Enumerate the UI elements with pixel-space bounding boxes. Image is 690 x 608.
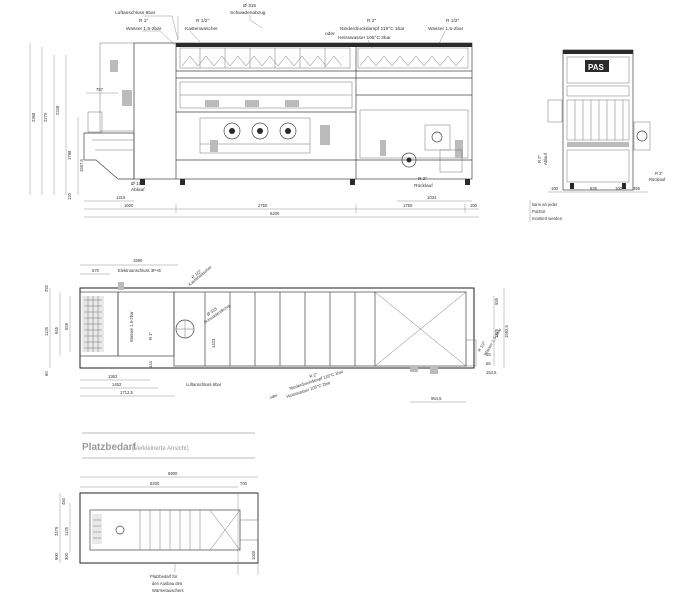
fp-dim-700: 700 <box>240 481 248 486</box>
r12b-label: R 1/2" <box>446 18 459 24</box>
top-view: 1590 570 Elektroanschluss 3P+E R 1/2" Ka… <box>44 258 509 403</box>
dim-1798: 1798 <box>67 150 72 160</box>
d315-label: Ø 315 <box>243 3 256 9</box>
side-r2-label: R 2" <box>537 154 542 163</box>
top-dim-292: 292 <box>44 284 49 292</box>
top-wasser-label: Wasser 1,5-2bar <box>129 311 134 342</box>
side-dim-100b: 100 <box>615 186 623 191</box>
top-dim-144: 144 <box>148 360 153 368</box>
side-r2b-label: R 2" <box>655 171 664 176</box>
footprint-subtitle: (Verkleinerte Ansicht) <box>132 446 189 452</box>
side-dim-100a: 100 <box>551 186 559 191</box>
top-dim-1545: 154,5 <box>486 370 497 375</box>
dim-2750: 2750 <box>258 203 268 208</box>
dim-1034: 1034 <box>427 195 437 200</box>
dim-100-front: 100 <box>470 203 478 208</box>
dim-1315: 1315 <box>116 195 126 200</box>
footprint-title: Platzbedarf <box>82 442 137 453</box>
side-ablauf-label: Ablauf <box>543 152 548 165</box>
schwaden-label: Schwadenabzug <box>230 10 266 16</box>
top-dim-1590: 1590 <box>133 258 143 263</box>
r2-label: R 2" <box>367 18 376 24</box>
dim-757: 757 <box>96 87 104 92</box>
dim-2270: 2270 <box>43 112 48 122</box>
fp-dim-1000: 1000 <box>251 550 256 560</box>
pump-group <box>199 117 330 154</box>
oder-label: oder <box>325 31 335 37</box>
d100-label: Ø 100 <box>131 181 144 187</box>
top-r12-label: R 1/2" <box>190 268 202 280</box>
top-r12b-label: R 1/2" <box>477 340 487 353</box>
ablauf-label: Ablauf <box>131 187 145 193</box>
footprint-view: Platzbedarf (Verkleinerte Ansicht) 6900 … <box>54 432 259 593</box>
r1-label: R 1" <box>139 18 148 24</box>
fp-note-3: Wärmetauschers <box>152 588 184 593</box>
top-r1-label: R 1" <box>148 331 153 340</box>
top-dim-15: 15 <box>486 352 491 357</box>
side-ruecklauf-label: Rücklauf <box>649 177 666 182</box>
top-d315-label: Ø 315 <box>206 306 219 317</box>
r12-label: R 1/2" <box>196 18 209 24</box>
wasser2-label: Wasser 1,5-2bar <box>428 26 464 32</box>
side-dim-925: 925 <box>590 186 598 191</box>
fp-note-2: den Ausbau des <box>152 581 182 586</box>
dim-1750: 1750 <box>403 203 413 208</box>
top-r2-label: R 2" <box>309 372 319 379</box>
fp-dim-2475: 2475 <box>54 526 59 536</box>
top-dim-1125b: 1125 <box>494 328 499 338</box>
dim-2248: 2248 <box>55 105 60 115</box>
wasser1-label: Wasser 1,5-2bar <box>126 26 162 32</box>
top-oder-label: oder <box>269 392 279 400</box>
dim-6200-front: 6200 <box>270 211 280 216</box>
fp-dim-6900: 6900 <box>168 471 178 476</box>
side-note-1: kann an jeder <box>532 202 558 207</box>
side-note-3: montiert werden <box>532 216 563 221</box>
fp-dim-6200: 6200 <box>150 481 160 486</box>
spray-racks <box>179 47 469 69</box>
dim-1557: 1557,5 <box>79 159 84 172</box>
top-dim-1125: 1125 <box>44 326 49 336</box>
top-dim-555: 555 <box>494 297 499 305</box>
front-view: Luftanschluss 6bar R 1" Wasser 1,5-2bar … <box>29 3 479 218</box>
kastenwascher-label: Kastenwäscher <box>185 26 218 32</box>
elektro-label: Elektroanschluss 3P+E <box>118 268 161 273</box>
nieder-label: Niederdruckdampf 119°C 1bar <box>340 26 405 32</box>
r2b-label: R 2" <box>418 176 427 182</box>
dim-1600: 1600 <box>124 203 134 208</box>
brand-logo: PAS <box>588 63 605 72</box>
top-dim-1452: 1452 <box>112 382 122 387</box>
top-dim-17125: 1712,5 <box>120 390 133 395</box>
top-dim-15925: 1592,5 <box>504 325 509 338</box>
conveyor-mesh <box>84 296 102 352</box>
fp-dim-300: 300 <box>64 552 69 560</box>
dim-2368: 2368 <box>31 112 36 122</box>
side-dim-355: 355 <box>633 186 641 191</box>
fp-dim-1125: 1125 <box>64 526 69 536</box>
luft-top-label: Luftanschluss 6bar <box>115 10 156 16</box>
fp-dim-900: 900 <box>54 552 59 560</box>
top-luft-label: Luftanschluss 6bar <box>186 382 222 387</box>
top-dim-55: 55 <box>486 361 491 366</box>
top-dim-60: 60 <box>44 371 49 376</box>
top-dim-1363: 1363 <box>108 374 118 379</box>
dim-120: 120 <box>67 192 72 200</box>
top-dim-570: 570 <box>92 268 100 273</box>
side-view: PAS R 2" Ablauf R 2" Rücklauf 100 925 10… <box>529 49 666 222</box>
ruecklauf-label: Rücklauf <box>414 183 433 189</box>
top-dim-9545: 954,5 <box>431 396 442 401</box>
side-note-2: Putztür <box>532 209 546 214</box>
top-dim-659: 659 <box>64 322 69 330</box>
top-dim-1423: 1423 <box>211 338 216 348</box>
heiss-label: Heisswasser 105°C 2bar <box>338 35 391 41</box>
fp-dim-450: 450 <box>61 497 66 505</box>
top-dim-945: 945 <box>54 326 59 334</box>
fp-note-1: Platzbedarf für <box>150 574 178 579</box>
